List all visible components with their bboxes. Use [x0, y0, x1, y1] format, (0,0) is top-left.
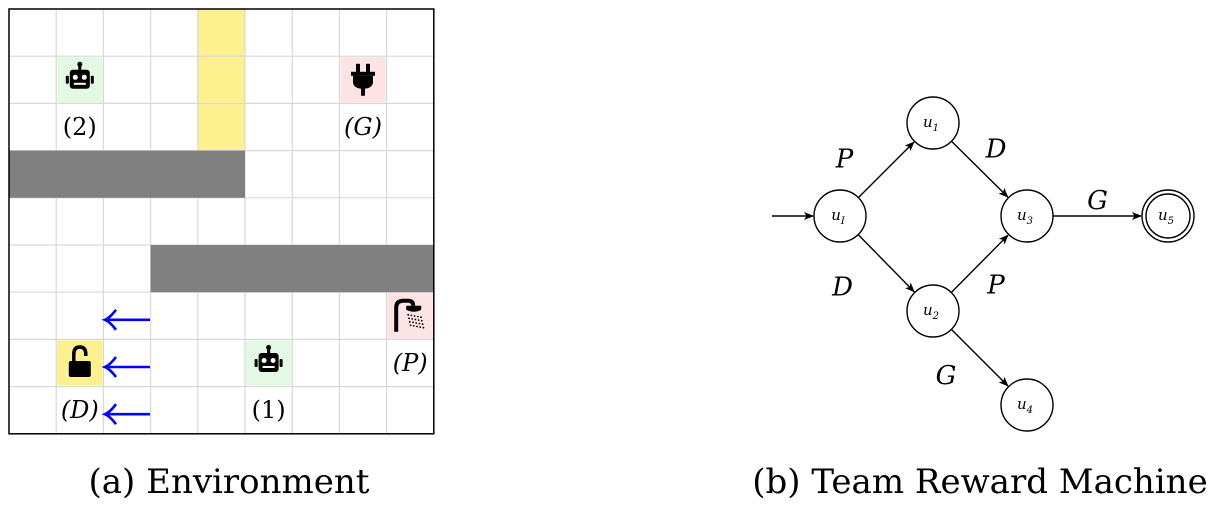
unlock-icon [68, 345, 91, 377]
node-u1 [906, 96, 960, 150]
edge-u2-u4 [950, 328, 1009, 387]
edge-uI-u2 [857, 234, 915, 293]
node-uI [813, 189, 867, 243]
robot2-label: (2) [63, 113, 97, 141]
reward-machine-caption: (b) Team Reward Machine [752, 462, 1207, 502]
shower-label: (P) [393, 349, 428, 377]
yellow-corridor [197, 9, 245, 151]
left-arrow-icon [101, 309, 150, 331]
edge-uI-u1 [857, 141, 915, 199]
lock-label: (D) [61, 396, 99, 424]
left-arrow-icon [101, 356, 150, 378]
robot1-label: (1) [252, 396, 286, 424]
left-arrow-icon [101, 403, 150, 425]
wall [150, 245, 434, 293]
edge-label-u3-u5: G [1087, 186, 1108, 216]
edge-label-uI-u1: P [835, 145, 854, 175]
node-u2 [906, 284, 960, 338]
accepting-ring [1145, 193, 1191, 239]
node-label-u1: u1 [923, 113, 939, 134]
edge-u1-u3 [950, 140, 1009, 198]
reward-machine-graph: P D D P G GuI u1 u2 u3 u4 u5 [772, 96, 1195, 432]
node-label-u4: u4 [1017, 395, 1033, 416]
node-label-uI: uI [831, 206, 846, 227]
node-u3 [1000, 189, 1054, 243]
node-u4 [1000, 378, 1054, 432]
plug-label: (G) [344, 113, 382, 141]
edge-u2-u3 [950, 234, 1009, 294]
edge-label-u1-u3: D [985, 135, 1007, 165]
robot-icon [254, 345, 283, 372]
edge-label-u2-u3: P [986, 271, 1005, 301]
robot-icon [65, 61, 94, 89]
grid-border [8, 8, 435, 435]
node-u5 [1141, 189, 1195, 243]
node-label-u5: u5 [1158, 206, 1174, 227]
node-label-u2: u2 [923, 301, 939, 322]
plug-icon [351, 63, 375, 96]
environment-grid: (2) (G) (P) (D) (1) [8, 8, 435, 435]
edge-label-u2-u4: G [936, 361, 957, 391]
node-label-u3: u3 [1017, 206, 1033, 227]
wall [9, 150, 245, 198]
shower-icon [394, 298, 425, 332]
edge-label-uI-u2: D [831, 273, 853, 303]
environment-caption: (a) Environment [89, 462, 370, 502]
